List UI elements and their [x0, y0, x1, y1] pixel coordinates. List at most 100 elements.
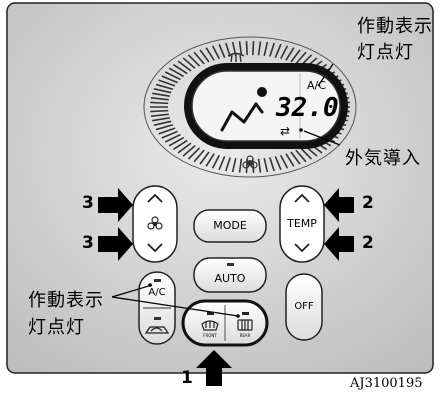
indicator-on-top-line1: 作動表示 [357, 16, 433, 37]
temp-control-button [279, 185, 325, 263]
indicator-on-left-line2: 灯点灯 [28, 317, 85, 338]
dial-tick [238, 41, 243, 56]
dial-tick [211, 154, 220, 169]
mode-button[interactable]: MODE [213, 219, 247, 232]
leader-outside-air [303, 130, 341, 146]
display-temperature: 32.0 [276, 93, 339, 123]
off-button[interactable]: OFF [294, 301, 314, 312]
dial-tick [257, 41, 262, 56]
dial-tick [257, 158, 262, 173]
dial-tick [155, 83, 174, 90]
dial-tick [150, 101, 169, 105]
callout-defroster: 1 [181, 368, 193, 388]
auto-button[interactable]: AUTO [214, 272, 246, 285]
dial-tick [238, 158, 243, 173]
dial-tick [252, 158, 255, 173]
front-defroster-button[interactable]: FRONT [203, 333, 217, 338]
auto-button-shape [193, 257, 267, 293]
dial-tick [155, 124, 174, 131]
fan-up-chevron-icon [147, 193, 163, 203]
dial-tick [269, 157, 275, 172]
dial-tick [225, 157, 231, 172]
recirculation-icon [144, 326, 170, 334]
arrow-icons [98, 188, 354, 386]
off-button-shape [285, 273, 323, 341]
dial-tick [295, 51, 307, 65]
arrow-icon [324, 188, 354, 222]
display-outside-air-icon: ⇄ [280, 124, 291, 138]
dial-tick [225, 42, 231, 57]
dial-tick [199, 49, 210, 63]
rear-defroster-button[interactable]: REAR [239, 333, 251, 338]
dial-tick [218, 156, 226, 171]
dial-tick [274, 43, 282, 58]
dial-tick [150, 113, 169, 117]
dial-tick [150, 97, 169, 101]
dial-tick [193, 149, 205, 163]
dial-tick [199, 151, 210, 165]
ac-recirc-button [138, 271, 176, 345]
leader-top-indicator [317, 63, 334, 87]
dial-tick [252, 41, 255, 56]
mode-button-shape [193, 209, 267, 243]
dial-tick [245, 158, 248, 173]
callout-temp-up: 2 [362, 193, 374, 213]
defroster-icon [201, 320, 219, 331]
outside-air-intro-label: 外気導入 [345, 148, 421, 169]
dial-outer-ring [143, 36, 357, 178]
dial-tick [164, 133, 181, 143]
display-screen [184, 63, 348, 149]
dial-tick [280, 154, 289, 169]
leader-left-indicator [111, 284, 239, 317]
fan-control-button [132, 185, 178, 263]
dial-tick [263, 158, 269, 173]
dial-tick [182, 145, 196, 157]
temp-down-chevron-icon [294, 243, 310, 253]
arrow-icon [98, 227, 133, 261]
dial-tick [218, 43, 226, 58]
arrow-icon [324, 227, 354, 261]
fan-down-chevron-icon [147, 243, 163, 253]
dial-tick [152, 92, 170, 97]
dial-tick [172, 139, 188, 151]
display-ac-text: A/C [307, 79, 326, 92]
dial-tick [168, 136, 185, 147]
figure-code: AJ3100195 [350, 376, 423, 391]
dial-tick [290, 151, 301, 165]
dial-tick [295, 149, 307, 163]
temp-up-chevron-icon [294, 193, 310, 203]
dial-tick [158, 127, 176, 135]
dial-tick [245, 41, 248, 56]
dial-tick [161, 75, 178, 84]
dial-tick [150, 109, 169, 113]
indicator-on-top-line2: 灯点灯 [357, 42, 414, 63]
dial-tick [177, 142, 192, 154]
dial-tick [299, 147, 313, 160]
callout-fan-up: 3 [82, 193, 94, 213]
airflow-person-icon [220, 87, 267, 132]
dial-tick [177, 60, 192, 72]
dial-fan-icon [242, 155, 258, 169]
ac-button[interactable]: A/C [148, 287, 166, 298]
dial-tick [290, 49, 301, 63]
dial-tick [168, 67, 185, 78]
dial-tick [205, 47, 215, 61]
dial-tick [211, 45, 220, 60]
dial-tick [193, 51, 205, 65]
arrow-icon [98, 188, 133, 222]
dial-tick [263, 41, 269, 56]
dial-tick [285, 153, 295, 167]
dial-tick [164, 71, 181, 81]
dial-tick [285, 47, 295, 61]
fan-icon [147, 216, 163, 230]
dial-tick [182, 57, 196, 69]
callout-temp-down: 2 [362, 233, 374, 253]
dial-tick [231, 158, 237, 173]
dial-tick [274, 156, 282, 171]
dial-tick [280, 45, 289, 60]
temp-label[interactable]: TEMP [287, 217, 317, 230]
callout-fan-down: 3 [82, 233, 94, 253]
dial-tick [269, 42, 275, 57]
